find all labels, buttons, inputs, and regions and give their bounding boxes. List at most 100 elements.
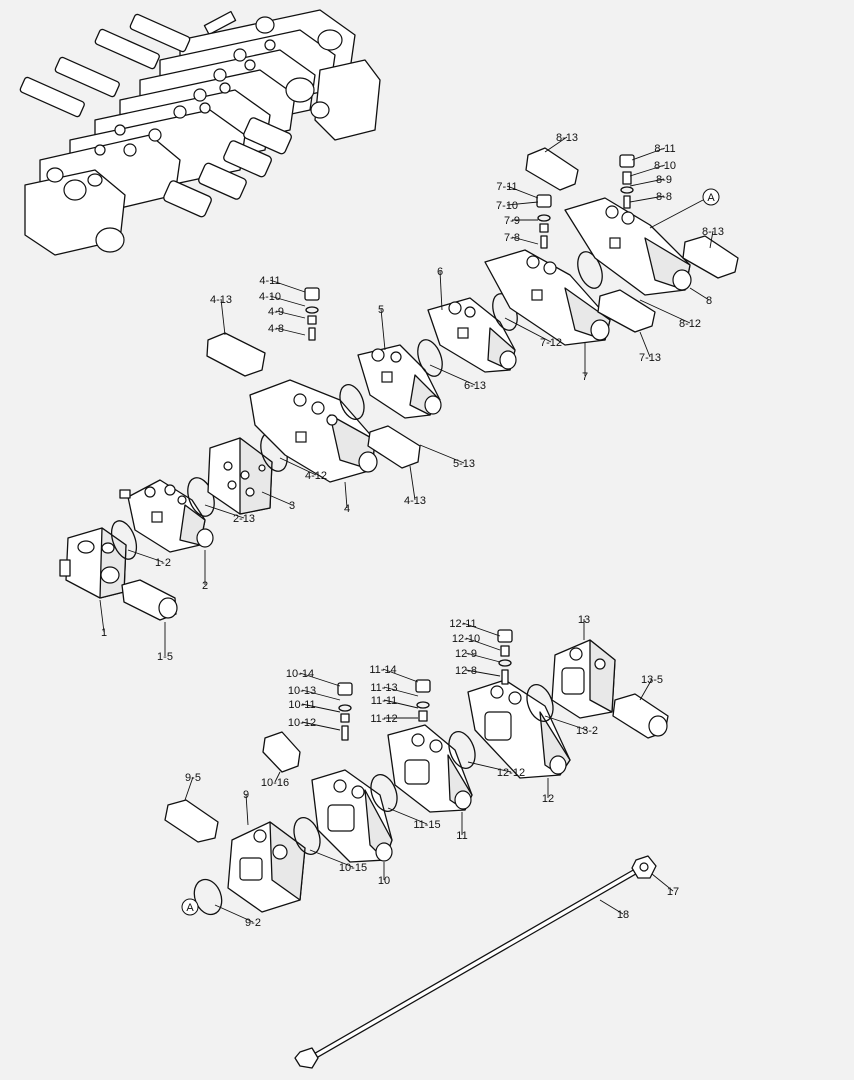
leader-line (709, 230, 714, 249)
callout-4: 4 (344, 481, 350, 515)
callout-label: 9-2 (245, 917, 261, 929)
leader-line (629, 195, 665, 203)
leader-line (184, 776, 194, 801)
callout-7-12: 7-12 (504, 317, 562, 349)
part-8-13-spool-cap-top (525, 147, 579, 191)
callout-label: 8-9 (656, 174, 672, 186)
leader-line (504, 317, 552, 343)
callout-2-13: 2-13 (204, 504, 255, 525)
callout-label: 8-8 (656, 191, 672, 203)
callout-label: 8-13 (556, 132, 578, 144)
callout-label: 13-5 (641, 674, 663, 686)
part-8-13-spool-cap-right (682, 235, 739, 279)
callout-label: 8-12 (679, 318, 701, 330)
part-11-valve-section (387, 724, 473, 813)
part-8-valve-section (564, 197, 692, 296)
callout-1-5: 1-5 (157, 622, 173, 663)
leader-line (301, 689, 341, 701)
callout-label: 12-9 (455, 648, 477, 660)
callout-label: 10 (378, 875, 390, 887)
callout-17: 17 (651, 873, 679, 898)
callout-8-8: 8-8 (629, 191, 672, 203)
callout-label: 10-14 (286, 668, 314, 680)
callout-label: 10-16 (261, 777, 289, 789)
callout-7-10: 7-10 (496, 200, 539, 212)
callout-1-2: 1-2 (127, 549, 171, 569)
callout-label: 13-2 (576, 725, 598, 737)
callout-label: 4 (344, 503, 350, 515)
callout-18: 18 (599, 899, 629, 921)
part-9-5-relief-valve (164, 799, 219, 843)
part-12-valve-section (467, 679, 571, 779)
callout-label: 10-12 (288, 717, 316, 729)
part-6-13-o-ring (417, 339, 443, 377)
callout-label: 11-12 (370, 713, 397, 725)
leader-line (419, 444, 465, 464)
callout-10-12: 10-12 (288, 717, 341, 731)
callout-12-12: 12-12 (467, 761, 525, 779)
leader-line (275, 327, 306, 336)
callout-label: 7 (582, 371, 588, 383)
part-12-plug-assembly (497, 629, 513, 685)
callout-label: 1 (101, 627, 107, 639)
callout-7-13: 7-13 (639, 331, 661, 364)
leader-line (99, 599, 105, 633)
leader-line (275, 310, 306, 319)
part-6-valve-section (427, 297, 517, 373)
callout-10: 10 (378, 862, 390, 887)
part-4-plug-assembly (304, 287, 320, 341)
callout-10-16: 10-16 (261, 771, 289, 789)
leader-line (301, 721, 341, 731)
leader-line (127, 549, 164, 563)
leader-line (465, 652, 501, 663)
leader-line (382, 668, 419, 683)
leader-line (309, 849, 354, 868)
leader-line (383, 686, 419, 697)
callout-4-8: 4-8 (268, 323, 306, 336)
callout-label: 7-9 (504, 215, 520, 227)
part-1-2-o-ring (110, 520, 138, 560)
leader-line (344, 481, 348, 509)
leader-line (279, 457, 317, 476)
part-10-16-spool-cap (262, 731, 301, 773)
leader-line (465, 637, 501, 651)
callout-9-5: 9-5 (184, 772, 201, 801)
callout-6: 6 (437, 266, 443, 311)
callout-11: 11 (456, 812, 468, 842)
part-13-5-relief-valve (612, 693, 669, 739)
leader-line (506, 201, 539, 206)
leader-line (383, 699, 419, 709)
leader-line (261, 491, 293, 506)
callout-label: 12 (542, 793, 554, 805)
callout-label: 2-13 (233, 513, 255, 525)
callout-label: 9 (243, 789, 249, 801)
callout-7-11: 7-11 (496, 181, 539, 199)
callout-label: 8-11 (654, 143, 675, 155)
callout-label: 4-9 (268, 306, 284, 318)
leader-line (387, 807, 428, 825)
callout-10-11: 10-11 (288, 699, 341, 713)
callout-label: 7-13 (639, 352, 661, 364)
part-3-plate (207, 437, 273, 515)
assembled-valve-bank (19, 9, 381, 256)
callout-11-13: 11-13 (370, 682, 419, 697)
leader-line (409, 465, 416, 501)
callout-4-9: 4-9 (268, 306, 306, 319)
callout-label: 3 (289, 500, 295, 512)
part-7-12-o-ring (577, 251, 603, 289)
callout-13-5: 13-5 (639, 674, 663, 701)
callout-label: 18 (617, 909, 629, 921)
part-12-12-o-ring (448, 731, 476, 769)
leader-line (639, 299, 691, 324)
part-4-ring (339, 384, 365, 420)
callout-12-10: 12-10 (452, 633, 501, 651)
callout-8-13: 8-13 (544, 132, 578, 153)
callout-label: 4-8 (268, 323, 284, 335)
leader-line (204, 504, 245, 519)
callout-label: 2 (202, 580, 208, 592)
callout-11-15: 11-15 (387, 807, 441, 831)
callout-9: 9 (243, 789, 249, 826)
leader-line (299, 672, 341, 687)
leader-line (220, 298, 226, 336)
